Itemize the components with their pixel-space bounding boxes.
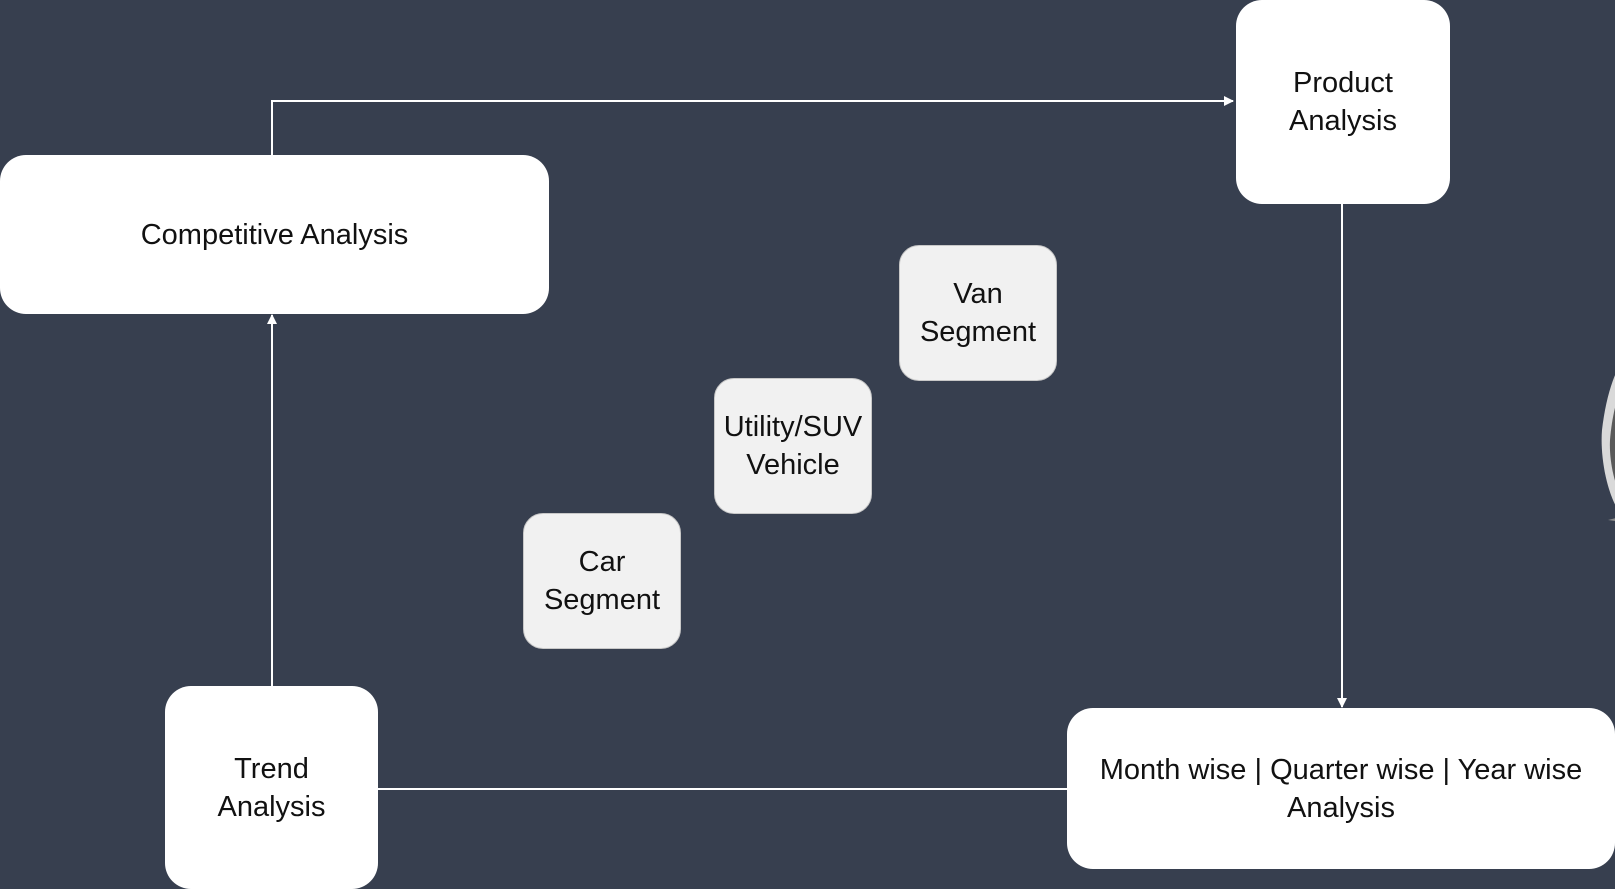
competitive-analysis-node: Competitive Analysis xyxy=(0,155,549,314)
utility-suv-vehicle-node: Utility/SUV Vehicle xyxy=(714,378,872,514)
arrow-competitive-to-product xyxy=(271,96,1234,155)
product-analysis-node: Product Analysis xyxy=(1236,0,1450,204)
van-segment-node: Van Segment xyxy=(899,245,1057,381)
period-analysis-node: Month wise | Quarter wise | Year wise An… xyxy=(1067,708,1615,869)
trend-analysis-node: Trend Analysis xyxy=(165,686,378,889)
car-image xyxy=(1601,375,1615,522)
car-segment-node: Car Segment xyxy=(523,513,681,649)
